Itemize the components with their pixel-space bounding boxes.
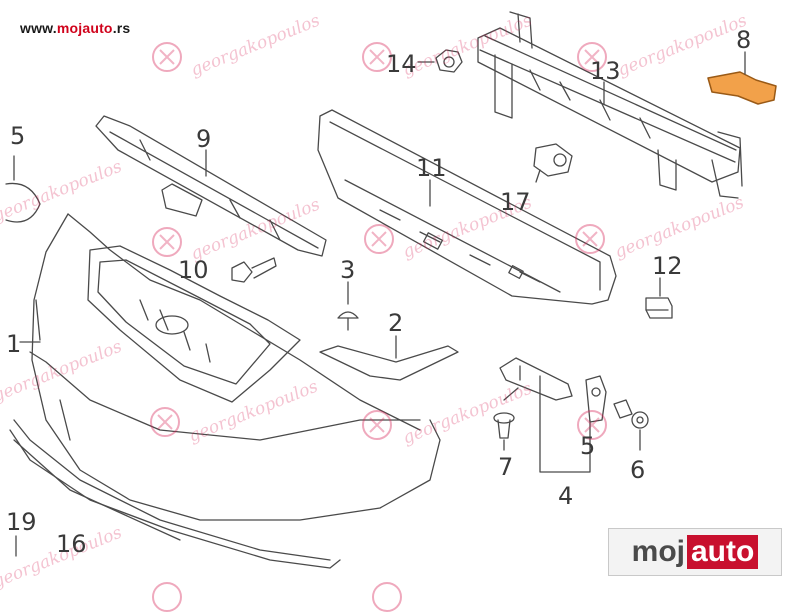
callout-12: 12 — [652, 252, 683, 280]
url-brand: mojauto — [56, 20, 113, 36]
callout-5-left: 5 — [10, 122, 26, 150]
url-suffix: .rs — [112, 20, 131, 36]
watermark-seal-1 — [152, 42, 182, 72]
callout-8: 8 — [736, 26, 752, 54]
watermark-seal-8 — [362, 410, 392, 440]
part-7-screw — [493, 387, 519, 439]
part-2-strip — [319, 335, 459, 381]
watermark-seal-9 — [577, 410, 607, 440]
watermark-seal-11 — [152, 582, 182, 612]
bumper-line-drawing — [5, 11, 777, 569]
part-1-bumper-cover — [13, 213, 441, 561]
callout-19: 19 — [6, 508, 37, 536]
callout-13: 13 — [590, 57, 621, 85]
watermark-seal-4 — [152, 227, 182, 257]
part-4-side-bracket — [499, 357, 607, 473]
watermark-seal-5 — [364, 224, 394, 254]
part-13-reinforcement-beam — [477, 11, 743, 199]
callout-3: 3 — [340, 256, 356, 284]
watermark-seal-3 — [577, 42, 607, 72]
watermark-seal-7 — [150, 407, 180, 437]
watermark-seal-10 — [372, 582, 402, 612]
callout-17: 17 — [500, 188, 531, 216]
callout-10: 10 — [178, 256, 209, 284]
callout-leaders — [15, 81, 641, 557]
part-11-energy-absorber — [317, 109, 617, 305]
url-prefix: www. — [20, 20, 57, 36]
logo-part-b: auto — [687, 535, 759, 569]
callout-9: 9 — [196, 125, 212, 153]
callout-2: 2 — [388, 309, 404, 337]
part-17-bracket — [533, 143, 573, 177]
watermark-seal-6 — [575, 224, 605, 254]
site-url: www.mojauto.rs — [20, 20, 130, 36]
parts-diagram: www.mojauto.rs — [0, 11, 782, 612]
logo-part-a: moj — [631, 535, 685, 568]
part-16-lower-spoiler — [9, 429, 341, 569]
part-12-clip — [645, 277, 673, 319]
part-10-bolt — [231, 257, 277, 283]
watermark-seal-2 — [362, 42, 392, 72]
part-6-clip — [613, 399, 649, 429]
callout-7: 7 — [498, 453, 514, 481]
callout-11: 11 — [416, 154, 447, 182]
part-9-upper-support — [95, 115, 327, 257]
part-3-pin — [337, 281, 359, 331]
part-14-nut — [417, 49, 463, 73]
callout-1: 1 — [6, 330, 22, 358]
callout-4: 4 — [558, 482, 574, 510]
callout-16: 16 — [56, 530, 87, 558]
part-8-highlighted — [707, 51, 777, 105]
callout-5-right: 5 — [580, 432, 596, 460]
part-5-left — [5, 155, 41, 223]
callout-6: 6 — [630, 456, 646, 484]
callout-14: 14 — [386, 50, 417, 78]
